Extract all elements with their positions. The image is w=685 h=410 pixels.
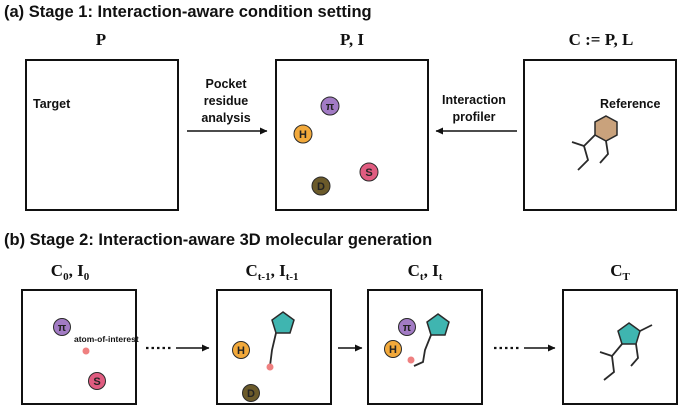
panel3-generated-ring-icon	[617, 322, 641, 345]
panel3-chain-1	[603, 343, 623, 381]
panel0-header-text: C0, I0	[51, 261, 90, 283]
arrow1-line1: Pocket	[206, 77, 248, 91]
panel0-header: C0, I0	[51, 261, 90, 283]
d-badge-text: D	[317, 181, 325, 193]
panel3	[562, 289, 678, 405]
panel3-c-sub: T	[622, 271, 630, 283]
panel2-h-text: H	[389, 344, 397, 356]
panel2-chain	[413, 334, 432, 367]
arrow1-line2: residue	[204, 94, 249, 108]
panel-p-frame	[25, 59, 179, 211]
panel0-i: I	[77, 261, 84, 280]
panel1-header-text: Ct-1, It-1	[245, 261, 298, 283]
panel0-pi-badge: π	[53, 318, 71, 336]
panel-p: Target	[25, 59, 179, 211]
panel2-sep: ,	[424, 261, 433, 280]
s-badge-text: S	[365, 167, 372, 179]
reference-chain-2	[599, 140, 609, 164]
panel0-frame	[21, 289, 137, 405]
panel2-i-sub: t	[439, 271, 443, 283]
pi-badge-text: π	[326, 101, 335, 113]
arrow2-line2: profiler	[452, 110, 495, 124]
d-badge: D	[311, 176, 331, 196]
panel1-sep: ,	[271, 261, 280, 280]
panel1-generated-ring-icon	[271, 311, 295, 334]
panel2-pi-text: π	[403, 322, 412, 334]
pi-badge: π	[320, 96, 340, 116]
panel0-c: C	[51, 261, 63, 280]
panel1-i-sub: t-1	[286, 271, 299, 283]
h-badge: H	[293, 124, 313, 144]
panel1-h-badge: H	[232, 341, 250, 359]
atom-of-interest-dot	[82, 347, 90, 355]
arrow-pocket-residue-analysis: Pocket residue analysis	[187, 77, 268, 135]
panel0-c-sub: 0	[63, 271, 69, 283]
arrow-interaction-profiler: Interaction profiler	[435, 93, 517, 135]
panel2-header-text: Ct, It	[408, 261, 443, 283]
panel3-header: CT	[610, 261, 630, 283]
stage1-title: (a) Stage 1: Interaction-aware condition…	[4, 3, 372, 21]
reference-ligand	[571, 115, 618, 171]
panel0-s-text: S	[93, 376, 100, 388]
panel1-chain	[269, 332, 277, 367]
reference-label: Reference	[600, 97, 660, 111]
panel-p-header: P	[96, 30, 106, 49]
panel2-i: I	[432, 261, 439, 280]
panel3-c: C	[610, 261, 622, 280]
panel2-c: C	[408, 261, 420, 280]
panel-c: Reference	[523, 59, 677, 211]
atom-of-interest-label: atom-of-interest	[74, 334, 139, 344]
panel-pi: π H S D	[275, 59, 429, 211]
s-badge: S	[359, 162, 379, 182]
panel1-atom-dot	[266, 363, 274, 371]
panel1: H D	[216, 289, 332, 405]
panel3-branch-1	[599, 351, 613, 357]
h-badge-text: H	[299, 129, 307, 141]
panel-pi-header: P, I	[340, 30, 364, 49]
panel-c-header: C := P, L	[569, 30, 634, 49]
target-label: Target	[33, 97, 71, 111]
panel3-header-text: CT	[610, 261, 630, 283]
panel1-d-text: D	[247, 388, 255, 400]
stage2-title: (b) Stage 2: Interaction-aware 3D molecu…	[4, 231, 432, 249]
panel0: π S atom-of-interest	[21, 289, 139, 405]
panel0-s-badge: S	[88, 372, 106, 390]
panel-pi-frame	[275, 59, 429, 211]
panel1-d-badge: D	[242, 384, 260, 402]
panel0-pi-text: π	[58, 322, 67, 334]
panel2-pi-badge: π	[398, 318, 416, 336]
panel1-h-text: H	[237, 345, 245, 357]
panel3-chain-2	[630, 343, 639, 367]
panel0-sep: ,	[69, 261, 78, 280]
panel2: π H	[367, 289, 483, 405]
reference-branch-1	[571, 141, 585, 147]
panel2-h-badge: H	[384, 340, 402, 358]
arrow1-line3: analysis	[201, 111, 250, 125]
arrow2-line1: Interaction	[442, 93, 506, 107]
panel1-c: C	[245, 261, 257, 280]
reference-chain-1	[577, 134, 596, 171]
panel2-c-sub: t	[420, 271, 424, 283]
panel2-atom-dot	[407, 356, 415, 364]
panel0-i-sub: 0	[84, 271, 90, 283]
panel1-header: Ct-1, It-1	[245, 261, 298, 283]
reference-ring-icon	[594, 115, 618, 142]
panel1-c-sub: t-1	[258, 271, 271, 283]
panel2-header: Ct, It	[408, 261, 443, 283]
panel3-branch-2	[639, 324, 653, 332]
panel1-i: I	[279, 261, 286, 280]
panel2-generated-ring-icon	[426, 313, 450, 336]
